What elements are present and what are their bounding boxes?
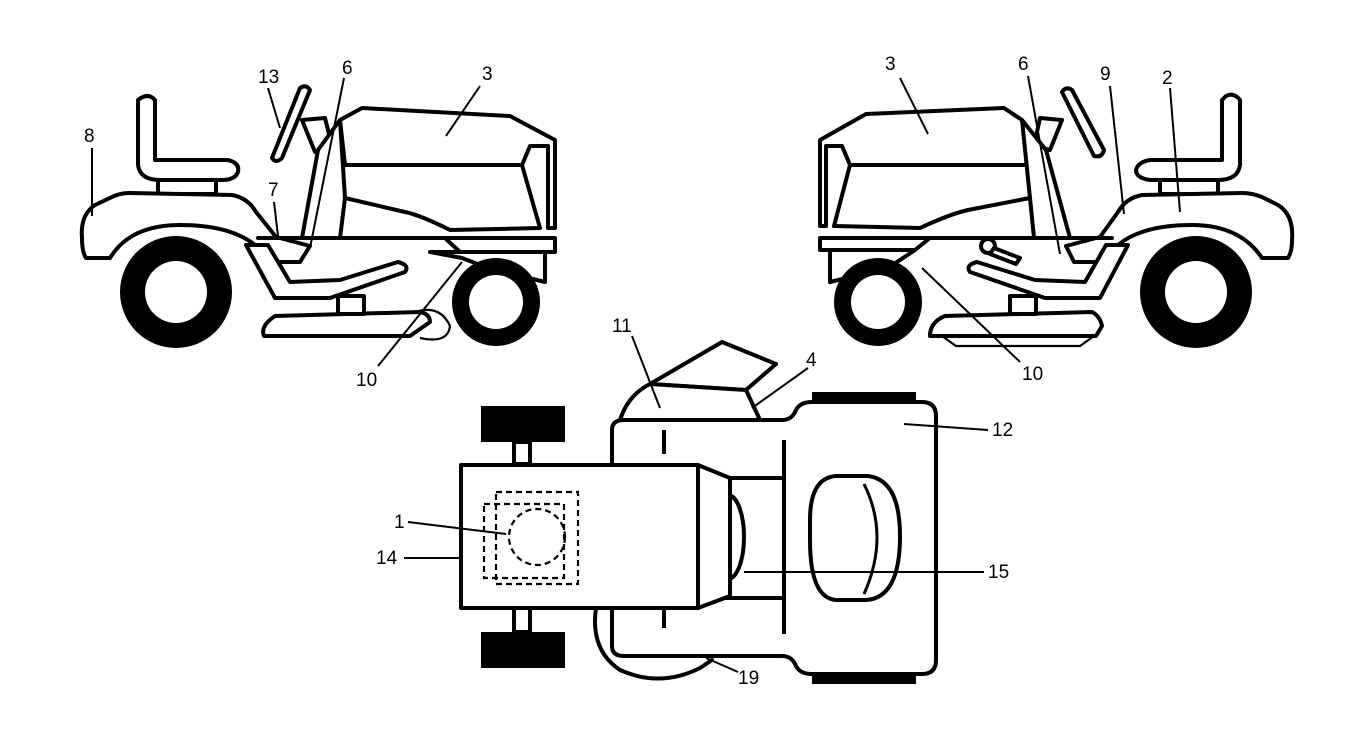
leader-r3 xyxy=(899,77,929,135)
left-steering-wheel xyxy=(270,84,312,163)
leader-r2 xyxy=(1169,87,1181,213)
leader-r10 xyxy=(921,267,1021,363)
leader-r6 xyxy=(1027,75,1061,255)
left-mower-deck xyxy=(261,310,432,338)
leader-l3 xyxy=(445,85,481,137)
leader-t1 xyxy=(407,521,507,535)
right-control-lever xyxy=(988,246,1022,266)
callout-t12: 12 xyxy=(992,420,1013,441)
top-discharge-chute xyxy=(648,340,778,392)
left-rear-fender xyxy=(79,191,312,264)
callout-t1: 1 xyxy=(394,512,405,533)
top-seat-backrest xyxy=(862,483,879,595)
callout-t15: 15 xyxy=(988,562,1009,583)
top-engine-flywheel xyxy=(507,507,567,567)
leader-l13 xyxy=(267,87,281,129)
leader-l6 xyxy=(309,77,345,249)
top-engine-outline xyxy=(482,502,566,580)
leader-l7 xyxy=(273,201,279,237)
right-rear-fender xyxy=(1064,191,1295,264)
callout-r6: 6 xyxy=(1018,54,1029,75)
right-deck-skirt xyxy=(941,335,1095,348)
leader-t11 xyxy=(631,335,661,409)
callout-r9: 9 xyxy=(1100,64,1111,85)
top-front-tire-upper xyxy=(481,406,565,442)
top-engine-block xyxy=(494,490,580,586)
callout-r2: 2 xyxy=(1162,68,1173,89)
callout-r10: 10 xyxy=(1022,364,1043,385)
callout-l8: 8 xyxy=(84,126,95,147)
leader-r9 xyxy=(1109,85,1125,215)
left-front-rim xyxy=(469,275,523,329)
callout-l7: 7 xyxy=(268,180,279,201)
top-front-axle-upper xyxy=(512,440,532,466)
top-seat xyxy=(808,474,902,602)
callout-l13: 13 xyxy=(258,67,279,88)
top-front-tire-lower xyxy=(481,632,565,668)
callout-l6: 6 xyxy=(342,58,353,79)
right-deck-hanger xyxy=(1008,294,1038,316)
left-rear-rim xyxy=(145,261,207,323)
callout-t11: 11 xyxy=(612,316,632,337)
right-hood-grille xyxy=(832,163,1032,230)
top-chute-mount xyxy=(618,382,762,422)
top-hood-nose xyxy=(696,463,732,610)
right-side-view-tractor: 3 6 9 2 10 xyxy=(818,54,1295,385)
left-deck-chute xyxy=(414,308,452,341)
callout-t4: 4 xyxy=(806,350,817,371)
callout-l10: 10 xyxy=(356,370,377,391)
top-front-axle-lower xyxy=(512,606,532,634)
left-side-view-tractor: 13 6 3 8 7 10 xyxy=(79,58,557,391)
left-seat-back xyxy=(136,94,241,182)
callout-t14: 14 xyxy=(376,548,398,569)
right-rear-rim xyxy=(1165,261,1227,323)
leader-t4 xyxy=(751,367,809,409)
callout-t19: 19 xyxy=(738,668,759,689)
left-hood-grille xyxy=(338,163,542,232)
right-steering-wheel xyxy=(1060,86,1106,159)
leader-l10 xyxy=(377,261,463,367)
left-frame-rail xyxy=(244,243,409,300)
right-seat-back xyxy=(1134,92,1242,182)
top-view-tractor: 11 4 12 1 14 15 19 xyxy=(376,316,1013,689)
right-front-rim xyxy=(851,275,905,329)
leader-t12 xyxy=(903,423,989,431)
right-frame-rail xyxy=(966,243,1130,300)
callout-l3: 3 xyxy=(482,64,493,85)
callout-r3: 3 xyxy=(885,54,896,75)
leader-t19 xyxy=(705,657,739,673)
left-deck-hanger xyxy=(336,294,366,316)
